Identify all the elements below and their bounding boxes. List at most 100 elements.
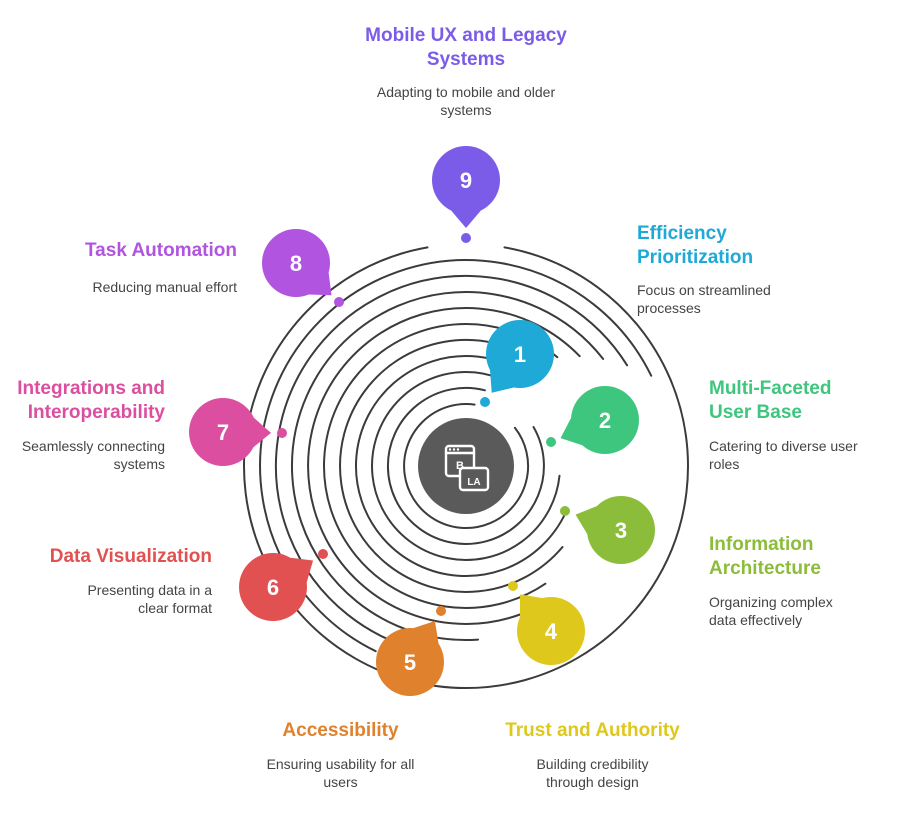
step-description-6: Presenting data in a clear format xyxy=(12,581,212,617)
ring-arc-8 xyxy=(291,291,605,642)
step-marker-3: 3 xyxy=(560,496,655,564)
step-number-1: 1 xyxy=(514,342,526,367)
ring-dot-5 xyxy=(436,606,446,616)
center-hub: B LA xyxy=(418,418,514,514)
step-description-line: Ensuring usability for all xyxy=(266,756,415,772)
step-marker-6: 6 xyxy=(239,549,328,621)
badge-pointer-9 xyxy=(451,210,481,228)
step-number-3: 3 xyxy=(615,518,627,543)
step-title-line: Architecture xyxy=(709,558,821,579)
step-title-line: Data Visualization xyxy=(49,546,212,567)
step-badge-9 xyxy=(432,146,500,214)
step-marker-1: 1 xyxy=(480,320,554,407)
badge-pointer-3 xyxy=(575,506,597,535)
step-title-line: Task Automation xyxy=(84,240,237,261)
step-description-7: Seamlessly connecting systems xyxy=(0,437,165,473)
step-description-line: users xyxy=(323,774,358,790)
step-badge-6 xyxy=(239,553,307,621)
step-description-9: Adapting to mobile and older systems xyxy=(330,83,602,119)
step-title-line: Efficiency xyxy=(637,223,727,244)
step-title-line: Accessibility xyxy=(282,720,399,741)
ring-dot-6 xyxy=(318,549,328,559)
step-number-8: 8 xyxy=(290,251,302,276)
ring-arc-4 xyxy=(354,355,567,578)
badge-pointer-7 xyxy=(253,417,271,448)
ring-arc-5 xyxy=(339,338,564,593)
step-title-line: Trust and Authority xyxy=(505,720,680,741)
ring-arc-1 xyxy=(403,403,530,529)
step-title-4: Trust and Authority xyxy=(480,719,705,743)
step-badge-4 xyxy=(517,597,585,665)
center-circle xyxy=(418,418,514,514)
concentric-rings xyxy=(243,246,689,689)
step-title-line: Prioritization xyxy=(637,247,754,268)
step-title-line: User Base xyxy=(709,402,802,423)
step-marker-9: 9 xyxy=(432,146,500,243)
step-description-5: Ensuring usability for all users xyxy=(228,755,453,791)
step-badge-1 xyxy=(486,320,554,388)
step-number-7: 7 xyxy=(217,420,229,445)
step-marker-7: 7 xyxy=(189,398,287,466)
browser-code-icon xyxy=(444,444,490,492)
step-title-line: Information xyxy=(709,534,814,555)
step-title-line: Mobile UX and Legacy xyxy=(365,25,567,46)
ring-arc-2 xyxy=(386,386,545,545)
ring-arc-6 xyxy=(323,322,559,609)
step-title-line: Multi-Faceted xyxy=(709,378,832,399)
step-description-line: data effectively xyxy=(709,612,803,628)
ring-arc-11 xyxy=(243,246,689,689)
step-marker-4: 4 xyxy=(508,581,585,665)
step-title-line: Interoperability xyxy=(27,402,165,423)
step-number-2: 2 xyxy=(599,408,611,433)
step-title-line: Systems xyxy=(426,49,506,70)
ring-dot-8 xyxy=(334,297,344,307)
step-marker-2: 2 xyxy=(546,386,639,454)
step-description-line: systems xyxy=(113,456,165,472)
ring-dot-1 xyxy=(480,397,490,407)
center-icon-letter-b: B xyxy=(456,460,464,472)
step-title-6: Data Visualization xyxy=(12,545,212,569)
step-badge-8 xyxy=(262,229,330,297)
step-number-5: 5 xyxy=(404,650,416,675)
center-icon-letters-la: LA xyxy=(467,477,480,488)
step-marker-8: 8 xyxy=(262,229,344,307)
ring-arc-3 xyxy=(371,371,561,561)
step-title-5: Accessibility xyxy=(228,719,453,743)
step-number-6: 6 xyxy=(267,575,279,600)
step-description-line: Seamlessly connecting xyxy=(21,438,165,454)
step-number-9: 9 xyxy=(460,168,472,193)
step-number-4: 4 xyxy=(545,619,558,644)
step-description-8: Reducing manual effort xyxy=(20,278,238,296)
ring-dot-9 xyxy=(461,233,471,243)
step-marker-5: 5 xyxy=(376,606,446,696)
step-description-line: Building credibility xyxy=(536,756,649,772)
ring-arc-7 xyxy=(307,306,581,625)
step-description-line: systems xyxy=(440,102,492,118)
ring-dot-2 xyxy=(546,437,556,447)
step-badge-5 xyxy=(376,628,444,696)
step-title-8: Task Automation xyxy=(20,239,237,263)
step-badge-2 xyxy=(571,386,639,454)
step-title-line: Integrations and xyxy=(17,378,165,399)
ring-arc-9 xyxy=(274,274,629,653)
step-description-line: Adapting to mobile and older xyxy=(376,84,556,100)
step-description-line: Focus on streamlined xyxy=(637,282,771,298)
step-description-3: Organizing complex data effectively xyxy=(709,593,889,629)
step-description-line: Presenting data in a xyxy=(87,582,212,598)
step-description-line: roles xyxy=(709,456,740,472)
ring-dot-4 xyxy=(508,581,518,591)
step-description-line: Organizing complex xyxy=(709,594,833,610)
step-description-line: clear format xyxy=(138,600,212,616)
ring-dot-7 xyxy=(277,428,287,438)
ring-dot-3 xyxy=(560,506,570,516)
step-badge-3 xyxy=(587,496,655,564)
step-description-line: through design xyxy=(546,774,639,790)
step-description-4: Building credibility through design xyxy=(480,755,705,791)
